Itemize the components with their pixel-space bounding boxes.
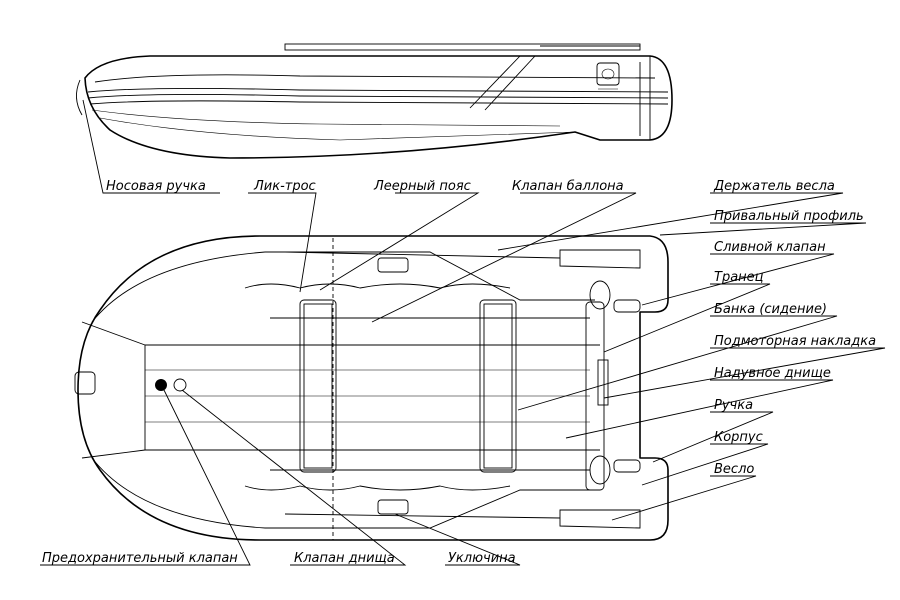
seat-left xyxy=(299,299,337,473)
leader-lines xyxy=(40,99,886,566)
label-transom: Транец xyxy=(714,270,764,285)
label-nose-handle: Носовая ручка xyxy=(106,179,206,194)
label-tube-valve: Клапан баллона xyxy=(512,179,624,194)
label-oarlock: Уключина xyxy=(448,551,516,566)
label-bench-seat: Банка (сидение) xyxy=(714,302,827,317)
label-inflatable-floor: Надувное днище xyxy=(714,366,831,381)
label-safety-valve: Предохранительный клапан xyxy=(42,551,238,566)
top-view xyxy=(74,235,669,541)
side-view xyxy=(76,43,673,159)
label-hull: Корпус xyxy=(714,430,763,445)
label-lifeline-belt: Леерный пояс xyxy=(373,179,471,194)
label-motor-pad: Подмоторная накладка xyxy=(714,334,876,349)
label-oar-holder: Держатель весла xyxy=(713,179,835,194)
label-floor-valve: Клапан днища xyxy=(294,551,395,566)
labels: Носовая ручка Лик-трос Леерный пояс Клап… xyxy=(42,179,876,566)
label-bolt-rope: Лик-трос xyxy=(253,179,316,194)
label-rub-strake: Привальный профиль xyxy=(714,209,864,224)
label-handle: Ручка xyxy=(714,398,753,413)
label-oar: Весло xyxy=(714,462,754,477)
label-drain-valve: Сливной клапан xyxy=(714,240,826,255)
seat-right xyxy=(479,299,517,473)
